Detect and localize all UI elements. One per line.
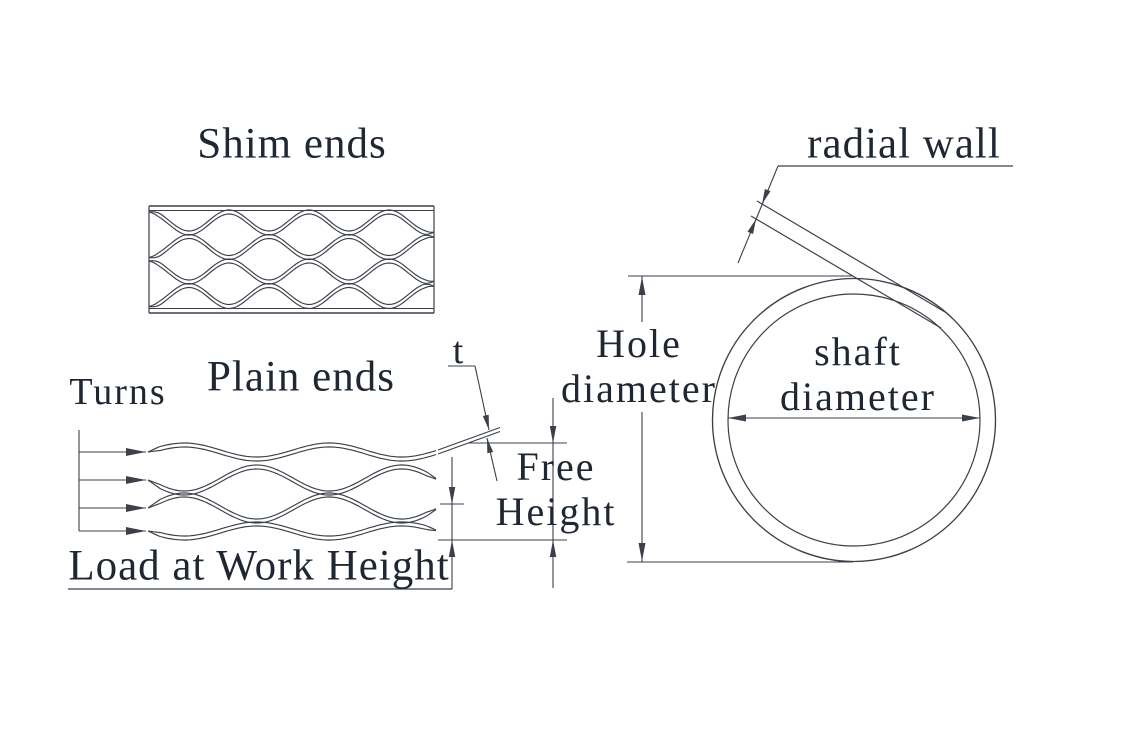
free-height-label-line2: Height: [495, 489, 617, 534]
free-height-label-line1: Free: [516, 444, 596, 489]
shaft-diameter-label-line2: diameter: [780, 374, 936, 419]
shaft-diameter-label: shaft diameter: [780, 329, 936, 419]
free-height-label: Free Height: [496, 444, 617, 534]
thickness-label: t: [452, 330, 466, 372]
shaft-diameter-label-line1: shaft: [814, 329, 902, 374]
plain-ends-label: Plain ends: [207, 353, 395, 401]
hole-diameter-label: Hole diameter: [561, 321, 717, 411]
hole-diameter-label-line2: diameter: [561, 366, 717, 411]
radial-wall-label: radial wall: [807, 120, 1001, 168]
load-at-work-height-label: Load at Work Height: [68, 542, 450, 590]
turns-label: Turns: [69, 371, 167, 413]
shim-ends-label: Shim ends: [197, 120, 387, 168]
hole-diameter-label-line1: Hole: [596, 321, 682, 366]
